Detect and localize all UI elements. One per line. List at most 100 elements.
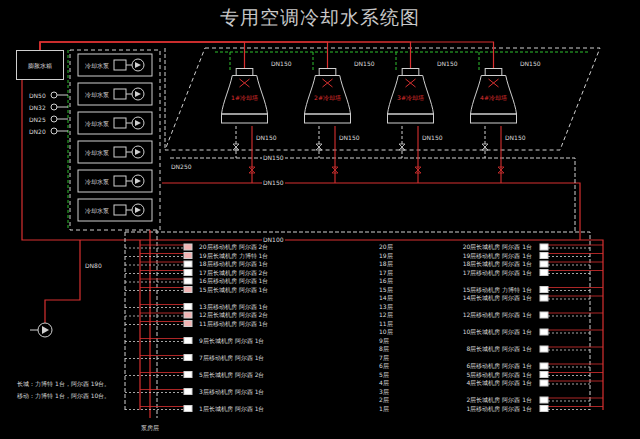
- fan-stack: [485, 69, 502, 76]
- branch-supply: [548, 406, 603, 407]
- pump-symbol: [132, 59, 144, 71]
- pump-label: 冷却水泵: [84, 91, 110, 98]
- branch-return: [548, 265, 590, 266]
- ac-unit: [184, 321, 192, 327]
- supply-main: [22, 80, 603, 410]
- equipment-label: 7层移动机房 阿尔西 1台: [198, 354, 265, 361]
- ac-unit: [540, 372, 548, 378]
- valve-symbol: [415, 167, 421, 173]
- floor-label: 16层: [378, 277, 394, 284]
- floor-label: 4层: [378, 379, 390, 386]
- pipe-size-label: DN250: [170, 163, 193, 170]
- pump-arrow: [135, 207, 141, 213]
- cooling-tower: 3#冷却塔: [386, 68, 435, 126]
- tank-body: [17, 51, 64, 80]
- header-pipe: [40, 42, 328, 68]
- pipe-size-label: DN150: [353, 60, 376, 67]
- branch-supply: [140, 279, 184, 280]
- ac-unit: [184, 389, 192, 395]
- valve-symbol: [316, 144, 322, 150]
- node-text-box: 2#冷却塔: [303, 94, 352, 101]
- tower-outlet: [251, 126, 252, 183]
- equipment-label: 19层长城机房 力博特 1台: [198, 252, 269, 259]
- branch-supply: [548, 296, 603, 297]
- ac-unit: [184, 312, 192, 318]
- ac-unit: [540, 253, 548, 259]
- floor-label: 20层: [378, 243, 394, 250]
- branch-return: [125, 265, 184, 266]
- branch-return: [125, 256, 184, 257]
- valve-symbol: [51, 92, 57, 98]
- equipment-label: 13层移动机房 阿尔西 1台: [198, 303, 269, 310]
- pump-symbol: [132, 175, 144, 187]
- branch-return: [548, 350, 590, 351]
- tower-body: [222, 76, 268, 115]
- branch-return: [125, 248, 184, 249]
- branch-supply: [548, 372, 603, 373]
- ac-unit: [540, 329, 548, 335]
- equipment-label: 18层长城机房 阿尔西 1台: [462, 260, 533, 267]
- makeup-water-pipe: [313, 52, 314, 72]
- tower-inlet: [485, 126, 486, 158]
- note-text: 移动：力博特 1台，阿尔西 10台。: [16, 392, 111, 399]
- equipment-label: 2层长城机房 阿尔西 1台: [466, 396, 533, 403]
- pipe-size-label: DN150: [504, 134, 527, 141]
- branch-supply: [140, 355, 184, 356]
- pump-arrow: [135, 178, 141, 184]
- branch-supply: [548, 262, 603, 263]
- branch-return: [125, 316, 184, 317]
- pump-motor: [114, 60, 126, 70]
- branch-supply: [140, 372, 184, 373]
- branch-supply: [548, 347, 603, 348]
- branch-supply: [140, 406, 184, 407]
- pipe-size-label: DN100: [262, 236, 285, 243]
- pump-shaft: [126, 210, 132, 211]
- pipe-size-label: DN32: [28, 104, 47, 111]
- ac-unit: [184, 304, 192, 310]
- branch-supply: [548, 330, 603, 331]
- equipment-label: 16层移动机房 阿尔西 1台: [198, 277, 269, 284]
- pipe-size-label: DN150: [262, 179, 285, 186]
- fan-symbol: [406, 79, 416, 87]
- tower-label: 4#冷却塔: [480, 94, 507, 101]
- ac-unit: [184, 253, 192, 259]
- pump-pipe: [45, 240, 80, 323]
- pump-label: 冷却水泵: [84, 149, 110, 156]
- ac-unit: [540, 312, 548, 318]
- tower-basin: [471, 114, 517, 123]
- branch-return: [125, 282, 184, 283]
- equipment-label: 20层移动机房 阿尔西 2台: [198, 243, 269, 250]
- makeup-water-pipe: [479, 52, 480, 72]
- ac-unit: [540, 261, 548, 267]
- valve-symbol: [249, 167, 255, 173]
- pump-motor: [114, 89, 126, 99]
- makeup-water-pipe: [230, 52, 231, 72]
- branch-return: [125, 307, 184, 308]
- equipment-label: 1层移动机房 阿尔西 1台: [466, 405, 533, 412]
- branch-supply: [140, 245, 184, 246]
- pipe-size-label: DN50: [28, 92, 47, 99]
- cooling-tower: 4#冷却塔: [469, 68, 518, 126]
- branch-supply: [140, 287, 184, 288]
- tower-outlet: [334, 126, 335, 183]
- valve-symbol: [399, 144, 405, 150]
- branch-return: [125, 358, 184, 359]
- branch-supply: [548, 381, 603, 382]
- pump-label: 冷却水泵: [84, 178, 110, 185]
- floor-label: 7层: [378, 354, 390, 361]
- ac-unit: [540, 287, 548, 293]
- equipment-label: 12层移动机房 阿尔西 1台: [462, 311, 533, 318]
- pump-unit: [78, 54, 152, 76]
- fan-stack: [236, 69, 253, 76]
- tank-label: 膨胀水箱: [28, 62, 52, 69]
- branch-supply: [548, 313, 603, 314]
- pump-label: 冷却水泵: [84, 207, 110, 214]
- water-tank: 膨胀水箱: [16, 50, 64, 80]
- branch-supply: [140, 313, 184, 314]
- ac-unit: [184, 270, 192, 276]
- pump-symbol: [132, 204, 144, 216]
- floor-label: 19层: [378, 252, 394, 259]
- note-text: 泵房层: [140, 424, 160, 431]
- header-pipe: [40, 42, 245, 68]
